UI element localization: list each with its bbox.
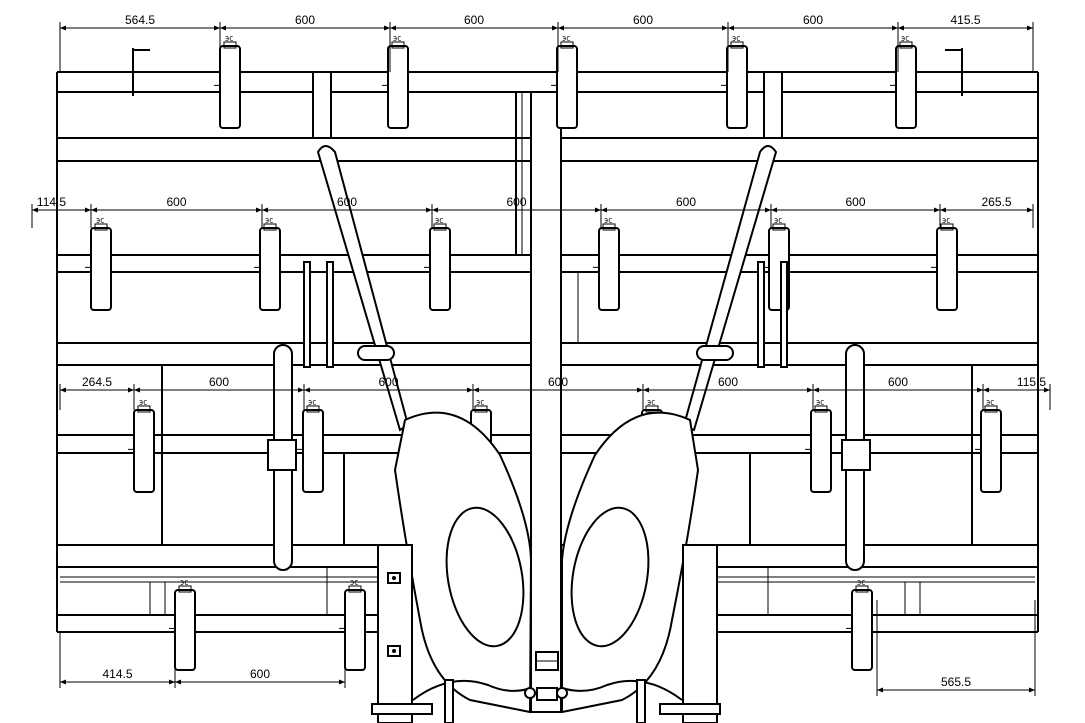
dimension-label: 600 bbox=[633, 13, 653, 27]
tine-wheel: ЭС bbox=[975, 399, 1002, 493]
tine-wheel: ЭС bbox=[805, 399, 832, 493]
wheel-marking: ЭС bbox=[180, 579, 188, 587]
wheel-marking: ЭС bbox=[476, 399, 484, 407]
dimension-lines: 564.5 600 600 600 600 415.5 114.5 600 600 600 600 6… bbox=[31, 13, 1051, 696]
wheel-marking: ЭС bbox=[139, 399, 147, 407]
wheel-marking: ЭС bbox=[225, 35, 233, 43]
dimension-label: 414.5 bbox=[102, 667, 132, 681]
dimension-label: 600 bbox=[676, 195, 696, 209]
dimension-label: 600 bbox=[888, 375, 908, 389]
tine-wheel: ЭС bbox=[339, 579, 366, 671]
dimension-label: 265.5 bbox=[981, 195, 1011, 209]
dimension-label: 600 bbox=[378, 375, 398, 389]
dimension-label: 600 bbox=[209, 375, 229, 389]
dimension-label: 114.5 bbox=[37, 195, 66, 209]
dimension-label: 564.5 bbox=[125, 13, 155, 27]
tine-wheel: ЭС bbox=[931, 217, 958, 311]
dimension-label: 415.5 bbox=[950, 13, 980, 27]
wheel-marking: ЭС bbox=[562, 35, 570, 43]
lift-arm-right bbox=[682, 145, 778, 432]
dimension-label: 600 bbox=[250, 667, 270, 681]
dimension-chain: 264.5 600 600 600 600 600 115.5 bbox=[59, 375, 1051, 410]
dimension-label: 600 bbox=[506, 195, 526, 209]
tine-wheel: ЭС bbox=[214, 35, 241, 129]
wheel-marking: ЭС bbox=[774, 217, 782, 225]
dimension-label: 115.5 bbox=[1017, 375, 1046, 389]
side-links bbox=[267, 261, 871, 571]
wheel-marking: ЭС bbox=[647, 399, 655, 407]
wheel-marking: ЭС bbox=[265, 217, 273, 225]
tine-wheel: ЭС bbox=[721, 35, 748, 129]
wheel-marking: ЭС bbox=[96, 217, 104, 225]
dimension-label: 565.5 bbox=[941, 675, 971, 689]
hitch-posts bbox=[371, 544, 721, 723]
dimension-label: 600 bbox=[548, 375, 568, 389]
dimension-label: 600 bbox=[464, 13, 484, 27]
gusset-plate-right bbox=[561, 411, 700, 714]
tine-wheel: ЭС bbox=[424, 217, 451, 311]
wheel-marking: ЭС bbox=[308, 399, 316, 407]
wheel-marking: ЭС bbox=[901, 35, 909, 43]
wheel-marking: ЭС bbox=[857, 579, 865, 587]
tine-wheel: ЭС bbox=[551, 35, 578, 129]
tine-wheel: ЭС bbox=[128, 399, 155, 493]
tine-wheel: ЭС bbox=[846, 579, 873, 671]
dimension-chain: 114.5 600 600 600 600 600 265.5 bbox=[31, 195, 1034, 228]
wheel-marking: ЭС bbox=[942, 217, 950, 225]
wheel-marking: ЭС bbox=[986, 399, 994, 407]
tine-wheel: ЭС bbox=[593, 217, 620, 311]
dimension-label: 600 bbox=[337, 195, 357, 209]
wheel-marking: ЭС bbox=[350, 579, 358, 587]
wheel-marking: ЭС bbox=[435, 217, 443, 225]
tine-wheel: ЭС bbox=[169, 579, 196, 671]
dimension-chain: 564.5 600 600 600 600 415.5 bbox=[59, 13, 1034, 72]
tine-wheel: ЭС bbox=[85, 217, 112, 311]
gusset-plate-left bbox=[393, 411, 533, 714]
wheel-marking: ЭС bbox=[816, 399, 824, 407]
dimension-label: 600 bbox=[718, 375, 738, 389]
dimension-label: 600 bbox=[295, 13, 315, 27]
wheel-marking: ЭС bbox=[393, 35, 401, 43]
wheel-marking: ЭС bbox=[732, 35, 740, 43]
tine-wheel: ЭС bbox=[254, 217, 281, 311]
frame-struts bbox=[149, 71, 973, 713]
dimension-label: 600 bbox=[803, 13, 823, 27]
hook-tines bbox=[132, 48, 963, 96]
tine-wheel: ЭС bbox=[382, 35, 409, 129]
dimension-label: 264.5 bbox=[82, 375, 112, 389]
tine-wheel: ЭС bbox=[890, 35, 917, 129]
lift-arm-left bbox=[316, 145, 410, 432]
dimension-label: 600 bbox=[166, 195, 186, 209]
dimension-chain: 565.5 bbox=[876, 600, 1036, 696]
dimension-label: 600 bbox=[845, 195, 865, 209]
tine-wheel: ЭС bbox=[297, 399, 324, 493]
wheel-marking: ЭС bbox=[604, 217, 612, 225]
dimension-chain: 414.5 600 bbox=[59, 632, 346, 688]
